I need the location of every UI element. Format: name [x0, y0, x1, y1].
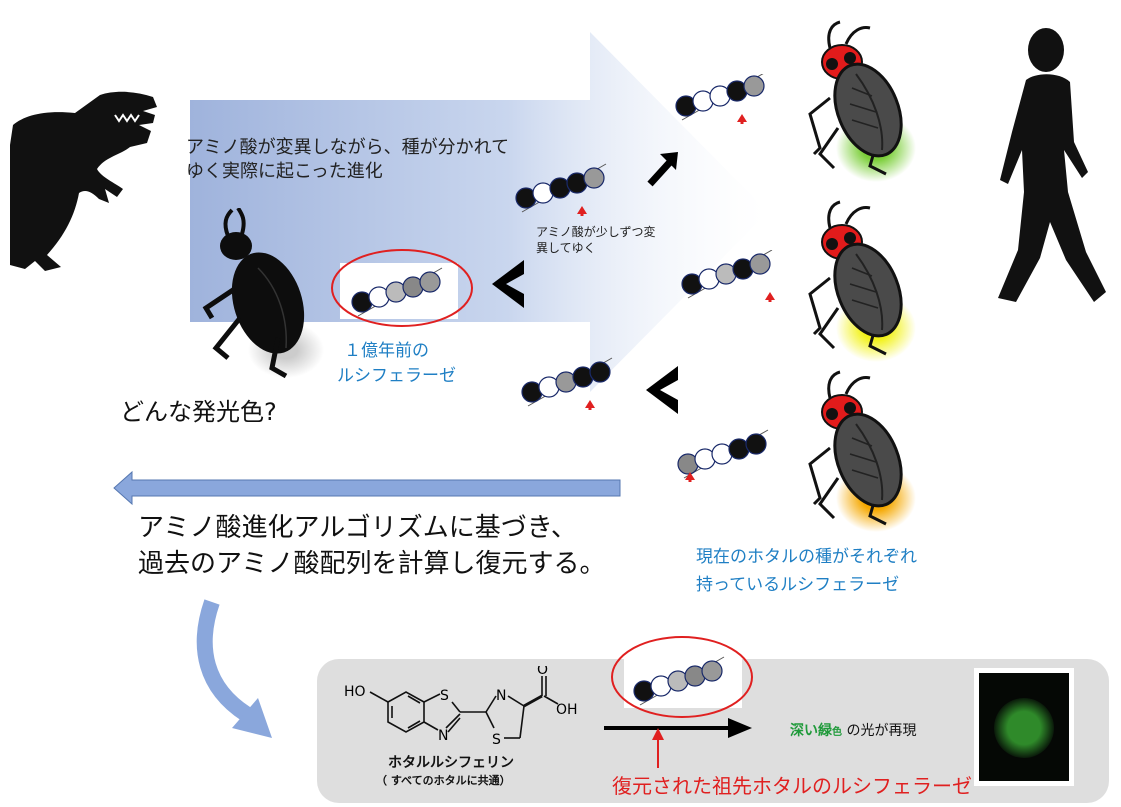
mutation-arrow-head: [577, 206, 587, 214]
chem-s2: S: [492, 732, 501, 748]
chevron-left-icon-lower: [646, 366, 678, 414]
mutation-arrow-head: [765, 292, 775, 300]
mutation-caption: アミノ酸が少しずつ変異してゆく: [536, 225, 656, 255]
mutation-arrow-head: [585, 400, 595, 408]
ancestral-label-line1: １億年前の: [344, 341, 429, 361]
ancestral-sequence: [351, 267, 443, 317]
ancestral-firefly-icon: [202, 208, 324, 379]
red-up-arrow: [652, 728, 664, 768]
mutation-arrow-head: [737, 114, 747, 122]
color-question: どんな発光色?: [120, 398, 277, 426]
ancestral-label-line2: ルシフェラーゼ: [337, 366, 456, 386]
chem-n2: N: [496, 688, 506, 704]
firefly-orange-icon: [808, 370, 916, 532]
dinosaur-icon: [10, 91, 157, 271]
firefly-yellow-icon: [808, 200, 916, 362]
result-colored-suffix: 色: [832, 727, 842, 738]
result-colored-word: 深い緑: [790, 723, 832, 739]
firefly-green-icon: [808, 20, 916, 182]
restored-sequence: [633, 656, 725, 706]
restored-highlight-circle: [611, 636, 753, 718]
amino-acid-bead: [749, 253, 771, 275]
reaction-arrow: [604, 718, 752, 738]
green-glow-photo: [974, 668, 1074, 786]
black-arrow-up-right: [647, 152, 678, 187]
chem-ho: HO: [344, 684, 366, 700]
result-text: 深い緑色 の光が再現: [790, 720, 916, 740]
current-label-line2: 持っているルシフェラーゼ: [696, 575, 900, 595]
sequence-mid-right: [681, 250, 775, 302]
sequence-top-right: [675, 74, 765, 124]
luciferin-name: ホタルルシフェリン: [388, 755, 514, 771]
sequence-mid-upper: [515, 163, 607, 216]
amino-acid-bead: [419, 271, 441, 293]
reconstruction-arrow: [113, 470, 621, 506]
curved-down-arrow: [196, 599, 272, 738]
result-rest: の光が再現: [842, 723, 917, 739]
chem-n1: N: [438, 728, 448, 744]
chem-o: O: [537, 666, 548, 678]
algorithm-line2: 過去のアミノ酸配列を計算し復元する。: [138, 549, 606, 579]
luciferin-structure: HO S N N S O OH: [344, 666, 578, 748]
amino-acid-bead: [589, 361, 611, 383]
chem-s1: S: [440, 688, 449, 704]
ancestral-highlight-circle: [331, 249, 473, 327]
current-label-line1: 現在のホタルの種がそれぞれ: [696, 547, 917, 567]
amino-acid-bead: [583, 167, 605, 189]
sequence-lower-mid: [521, 357, 613, 410]
luciferin-note: （ すべてのホタルに共通）: [376, 774, 511, 787]
amino-acid-bead: [743, 75, 765, 97]
amino-acid-bead: [701, 660, 723, 682]
restored-label: 復元された祖先ホタルのルシフェラーゼ: [612, 774, 972, 798]
amino-acid-bead: [745, 433, 767, 455]
mutation-arrow-head: [685, 472, 695, 480]
evolution-caption: アミノ酸が変異しながら、種が分かれてゆく実際に起こった進化: [186, 137, 510, 182]
human-icon: [998, 28, 1106, 302]
algorithm-line1: アミノ酸進化アルゴリズムに基づき、: [138, 513, 577, 543]
chevron-left-icon: [492, 260, 524, 308]
sequence-bottom-right: [677, 429, 769, 482]
chem-oh: OH: [556, 702, 578, 718]
